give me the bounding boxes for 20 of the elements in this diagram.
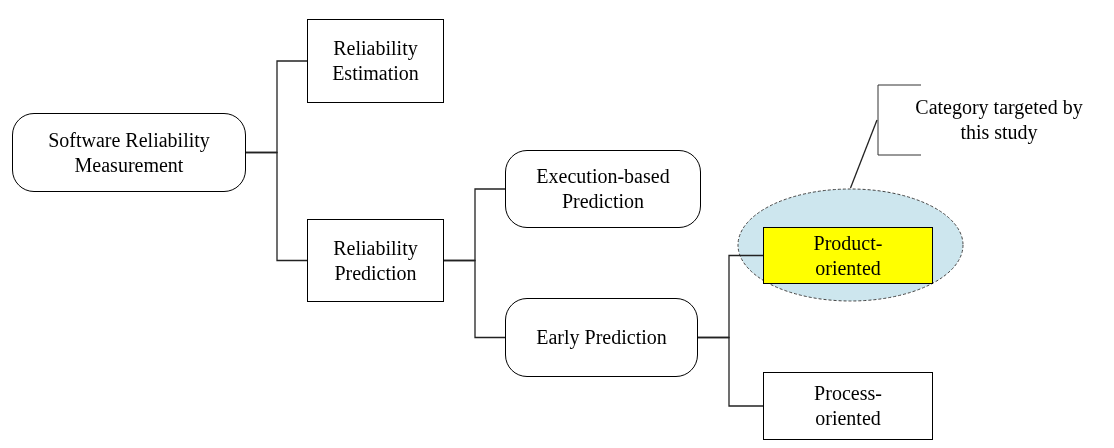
node-label: Process-oriented — [813, 381, 883, 431]
node-label: Reliability Estimation — [331, 36, 420, 86]
connector-line — [245, 151, 308, 262]
connector-line — [443, 259, 506, 339]
rounded-box — [505, 298, 698, 377]
node-label: Early Prediction — [535, 325, 668, 350]
node-label: Software Reliability Measurement — [47, 127, 211, 178]
node-label: Execution-based Prediction — [535, 164, 671, 214]
node-label: Reliability Prediction — [332, 235, 419, 286]
node-label: Product-oriented — [812, 230, 884, 281]
process-box — [307, 219, 444, 302]
highlight-ellipse — [737, 188, 964, 302]
connector-line — [697, 336, 764, 407]
highlighted-box — [763, 227, 933, 284]
leader-line — [849, 119, 878, 189]
rounded-box — [12, 113, 246, 192]
process-box — [763, 372, 933, 440]
node-label: Category targeted by this study — [914, 95, 1084, 145]
rounded-box — [505, 150, 701, 228]
process-box — [307, 19, 444, 103]
